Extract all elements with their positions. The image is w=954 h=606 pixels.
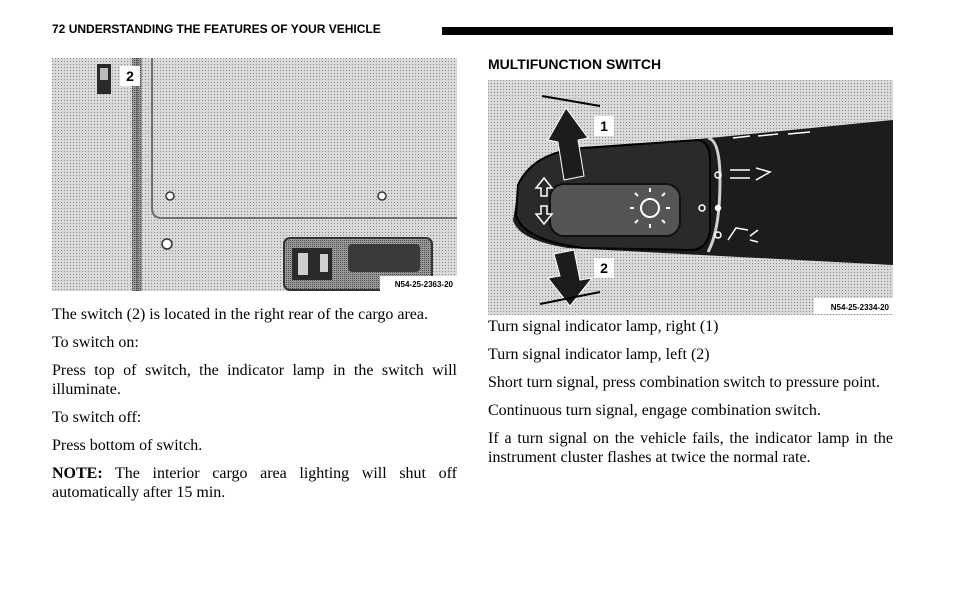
chapter-title: UNDERSTANDING THE FEATURES OF YOUR VEHIC… — [68, 22, 381, 36]
paragraph: Turn signal indicator lamp, left (2) — [488, 346, 710, 363]
turn-left-arrow — [547, 249, 594, 307]
turn-down-icon — [534, 205, 554, 226]
arrow-guide-line — [541, 95, 601, 107]
paragraph: To switch on: — [52, 334, 139, 351]
lamp-switch-rocker — [298, 253, 308, 275]
figure-code: N54-25-2363-20 — [395, 280, 454, 289]
paragraph: To switch off: — [52, 409, 142, 426]
page-number: 72 — [52, 22, 66, 36]
note-text: The interior cargo area lighting will sh… — [52, 465, 457, 501]
paragraph: If a turn signal on the vehicle fails, t… — [488, 430, 893, 466]
collar-ring — [706, 136, 722, 253]
right-column: Turn signal indicator lamp, right (1) Tu… — [488, 317, 893, 476]
lighting-symbols — [698, 131, 811, 243]
paragraph: Turn signal indicator lamp, right (1) — [488, 318, 719, 335]
cargo-switch-figure: 2 N54-25-2363-20 — [52, 58, 457, 291]
lamp-switch-rocker — [320, 254, 328, 272]
paragraph: Press top of switch, the indicator lamp … — [52, 362, 457, 398]
turn-right-arrow — [547, 107, 589, 181]
header-text: 72 UNDERSTANDING THE FEATURES OF YOUR VE… — [52, 22, 381, 36]
screw — [161, 238, 173, 250]
callout-number: 1 — [600, 118, 608, 134]
paragraph: Press bottom of switch. — [52, 437, 203, 454]
section-title: MULTIFUNCTION SWITCH — [488, 56, 662, 72]
left-column: The switch (2) is located in the right r… — [52, 305, 457, 511]
screw — [377, 191, 387, 201]
callout-box — [594, 258, 614, 278]
light-switch-window — [549, 183, 681, 237]
callout-number: 2 — [600, 260, 608, 276]
figure-code-bg — [380, 276, 457, 291]
lamp-lens — [348, 244, 420, 272]
multifunction-switch-figure: 1 2 N54-25-2334-20 — [488, 80, 893, 315]
light-sun-icon — [630, 188, 670, 228]
paragraph: Short turn signal, press combination swi… — [488, 374, 880, 391]
upper-panel-outline — [151, 58, 457, 219]
figure-code: N54-25-2334-20 — [831, 303, 890, 312]
turn-up-icon — [534, 176, 554, 197]
callout-box — [120, 66, 140, 86]
page-header: 72 UNDERSTANDING THE FEATURES OF YOUR VE… — [52, 20, 893, 40]
figure-code-bg — [814, 298, 893, 314]
note-label: NOTE: — [52, 465, 103, 482]
callout-box — [594, 116, 614, 136]
note-paragraph: NOTE: The interior cargo area lighting w… — [52, 464, 457, 502]
paragraph: The switch (2) is located in the right r… — [52, 306, 428, 323]
arrow-guide-line — [539, 291, 601, 305]
switch-indicator — [100, 68, 108, 80]
paragraph: Continuous turn signal, engage combinati… — [488, 402, 821, 419]
callout-number: 2 — [126, 68, 134, 84]
header-rule — [442, 27, 893, 35]
screw — [165, 191, 175, 201]
